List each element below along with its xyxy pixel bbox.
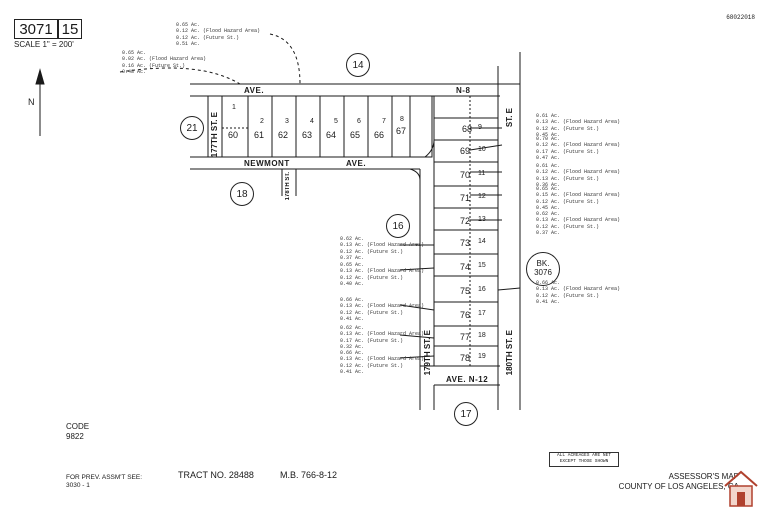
map-ref-16: 16 (386, 214, 410, 238)
acreage-note-left-4: 0.62 Ac.0.13 Ac. (Flood Hazard Area)0.17… (340, 325, 425, 350)
lot-number: 75 (460, 286, 471, 296)
map-scale: SCALE 1" = 200' (14, 40, 74, 49)
acreage-note-right-2: 0.70 Ac.0.12 Ac. (Flood Hazard Area)0.17… (536, 136, 621, 161)
parcel-number: 16 (478, 286, 486, 293)
map-ref-18: 18 (230, 182, 254, 206)
parcel-number: 2 (260, 118, 264, 125)
prev-assessment-label: FOR PREV. ASSM'T SEE: (66, 474, 143, 481)
parcel-number: 17 (478, 310, 486, 317)
acreage-note-top-center: 0.65 Ac.0.12 Ac. (Flood Hazard Area)0.12… (176, 22, 261, 47)
parcel-number: 8 (400, 116, 404, 123)
lot-number: 70 (460, 170, 471, 180)
map-page-number: 15 (58, 19, 82, 39)
parcel-number: 7 (382, 118, 386, 125)
parcel-number: 12 (478, 193, 486, 200)
street-st-e-right: ST. E (505, 108, 514, 128)
prev-assessment-block: FOR PREV. ASSM'T SEE: 3030 - 1 (66, 474, 142, 491)
acreage-note-left-3: 0.66 Ac.0.13 Ac. (Flood Hazard Area)0.12… (340, 297, 425, 322)
bk-label: BK. (536, 259, 550, 269)
house-logo-icon (724, 470, 758, 507)
lot-number: 71 (460, 193, 471, 203)
parcel-number: 6 (357, 118, 361, 125)
lot-number: 63 (302, 130, 313, 140)
street-178th: 178TH ST. (285, 172, 291, 201)
street-179th: 179TH ST. E (423, 330, 432, 376)
parcel-number: 5 (334, 118, 338, 125)
lot-number: 66 (374, 130, 385, 140)
parcel-number: 10 (478, 146, 486, 153)
map-book-reference: M.B. 766-8-12 (280, 470, 338, 480)
acreage-note-right-3: 0.61 Ac.0.12 Ac. (Flood Hazard Area)0.13… (536, 163, 621, 188)
code-block: CODE 9822 (66, 422, 89, 441)
map-ref-17: 17 (454, 402, 478, 426)
street-ave-n12: AVE. N-12 (446, 375, 489, 384)
county-label: COUNTY OF LOS ANGELES, CA (618, 481, 739, 491)
street-newmont: NEWMONT (244, 159, 290, 168)
assessor-map-label: ASSESSOR'S MAP (668, 472, 739, 481)
parcel-number: 15 (478, 262, 486, 269)
acreage-note-top-left: 0.65 Ac.0.02 Ac. (Flood Hazard Area)0.16… (122, 50, 207, 75)
street-n8: N-8 (456, 86, 471, 95)
lot-number: 67 (396, 126, 407, 136)
parcel-number: 19 (478, 353, 486, 360)
acreage-note-left-2: 0.65 Ac.0.13 Ac. (Flood Hazard Area)0.12… (340, 262, 425, 287)
acreage-note-left-1: 0.62 Ac.0.13 Ac. (Flood Hazard Area)0.12… (340, 236, 425, 261)
parcel-number: 4 (310, 118, 314, 125)
lot-number: 60 (228, 130, 239, 140)
lot-number: 77 (460, 332, 471, 342)
map-ref-bk3076: BK. 3076 (526, 252, 560, 286)
lot-number: 64 (326, 130, 337, 140)
tract-number: TRACT NO. 28488 (178, 470, 254, 480)
lot-number: 61 (254, 130, 265, 140)
bk-number: 3076 (534, 268, 552, 277)
code-value: 9822 (66, 431, 84, 441)
lot-number: 73 (460, 238, 471, 248)
lot-number: 76 (460, 310, 471, 320)
map-code-id: 68022018 (726, 14, 755, 21)
street-180th: 180TH ST. E (505, 330, 514, 376)
street-newmont-ave: AVE. (346, 159, 367, 168)
parcel-number: 14 (478, 238, 486, 245)
lot-number: 69 (460, 146, 471, 156)
lot-number: 74 (460, 262, 471, 272)
street-177th: 177TH ST. E (210, 112, 219, 158)
north-label: N (28, 97, 35, 107)
parcel-number: 13 (478, 216, 486, 223)
acreage-note-right-1: 0.61 Ac.0.13 Ac. (Flood Hazard Area)0.12… (536, 113, 621, 138)
street-ave-top: AVE. (244, 86, 265, 95)
code-label: CODE (66, 422, 90, 431)
prev-assessment-value: 3030 - 1 (66, 482, 90, 490)
map-book-number: 3071 (14, 19, 58, 39)
parcel-number: 3 (285, 118, 289, 125)
acreage-note-left-5: 0.66 Ac.0.13 Ac. (Flood Hazard Area)0.12… (340, 350, 425, 375)
lot-number: 62 (278, 130, 289, 140)
parcel-number: 18 (478, 332, 486, 339)
lot-number: 68 (462, 124, 473, 134)
parcel-number: 9 (478, 124, 482, 131)
map-ref-21: 21 (180, 116, 204, 140)
acreage-disclaimer: ALL ACREAGES ARE NET EXCEPT THOSE SHOWN (549, 452, 619, 467)
parcel-number: 11 (478, 170, 486, 177)
parcel-number: 1 (232, 104, 236, 111)
map-ref-14: 14 (346, 53, 370, 77)
acreage-note-right-5: 0.62 Ac.0.13 Ac. (Flood Hazard Area)0.12… (536, 211, 621, 236)
acreage-note-right-6: 0.66 Ac.0.13 Ac. (Flood Hazard Area)0.12… (536, 280, 621, 305)
assessor-title: ASSESSOR'S MAP COUNTY OF LOS ANGELES, CA (619, 472, 739, 491)
lot-number: 78 (460, 353, 471, 363)
lot-number: 72 (460, 216, 471, 226)
acreage-note-right-4: 0.65 Ac.0.15 Ac. (Flood Hazard Area)0.12… (536, 186, 621, 211)
lot-number: 65 (350, 130, 361, 140)
